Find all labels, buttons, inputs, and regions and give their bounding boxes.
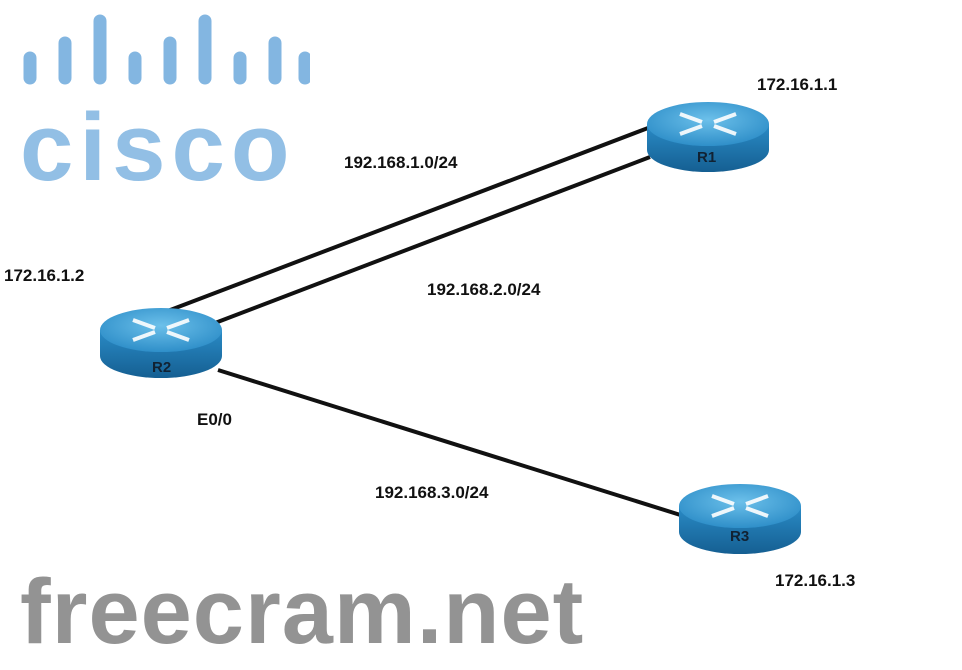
r2-ip-label: 172.16.1.2 — [4, 266, 85, 285]
r3-ip-label: 172.16.1.3 — [775, 571, 856, 590]
router-r1-label: R1 — [697, 149, 717, 166]
network-label-1: 192.168.1.0/24 — [344, 153, 458, 172]
watermark: freecram.net — [20, 561, 585, 663]
r2-interface-label: E0/0 — [197, 410, 232, 429]
link-192-168-2-0 — [214, 155, 651, 325]
cisco-wordmark: cisco — [20, 94, 296, 201]
link-192-168-3-0 — [217, 368, 691, 520]
network-label-3: 192.168.3.0/24 — [375, 483, 489, 502]
router-r3-label: R3 — [730, 528, 750, 545]
router-r2-label: R2 — [152, 359, 172, 376]
link-192-168-1-0 — [164, 126, 649, 314]
cisco-logo: cisco — [20, 14, 310, 198]
network-label-2: 192.168.2.0/24 — [427, 280, 541, 299]
cisco-bars-icon — [23, 14, 310, 85]
r1-ip-label: 172.16.1.1 — [757, 75, 838, 94]
